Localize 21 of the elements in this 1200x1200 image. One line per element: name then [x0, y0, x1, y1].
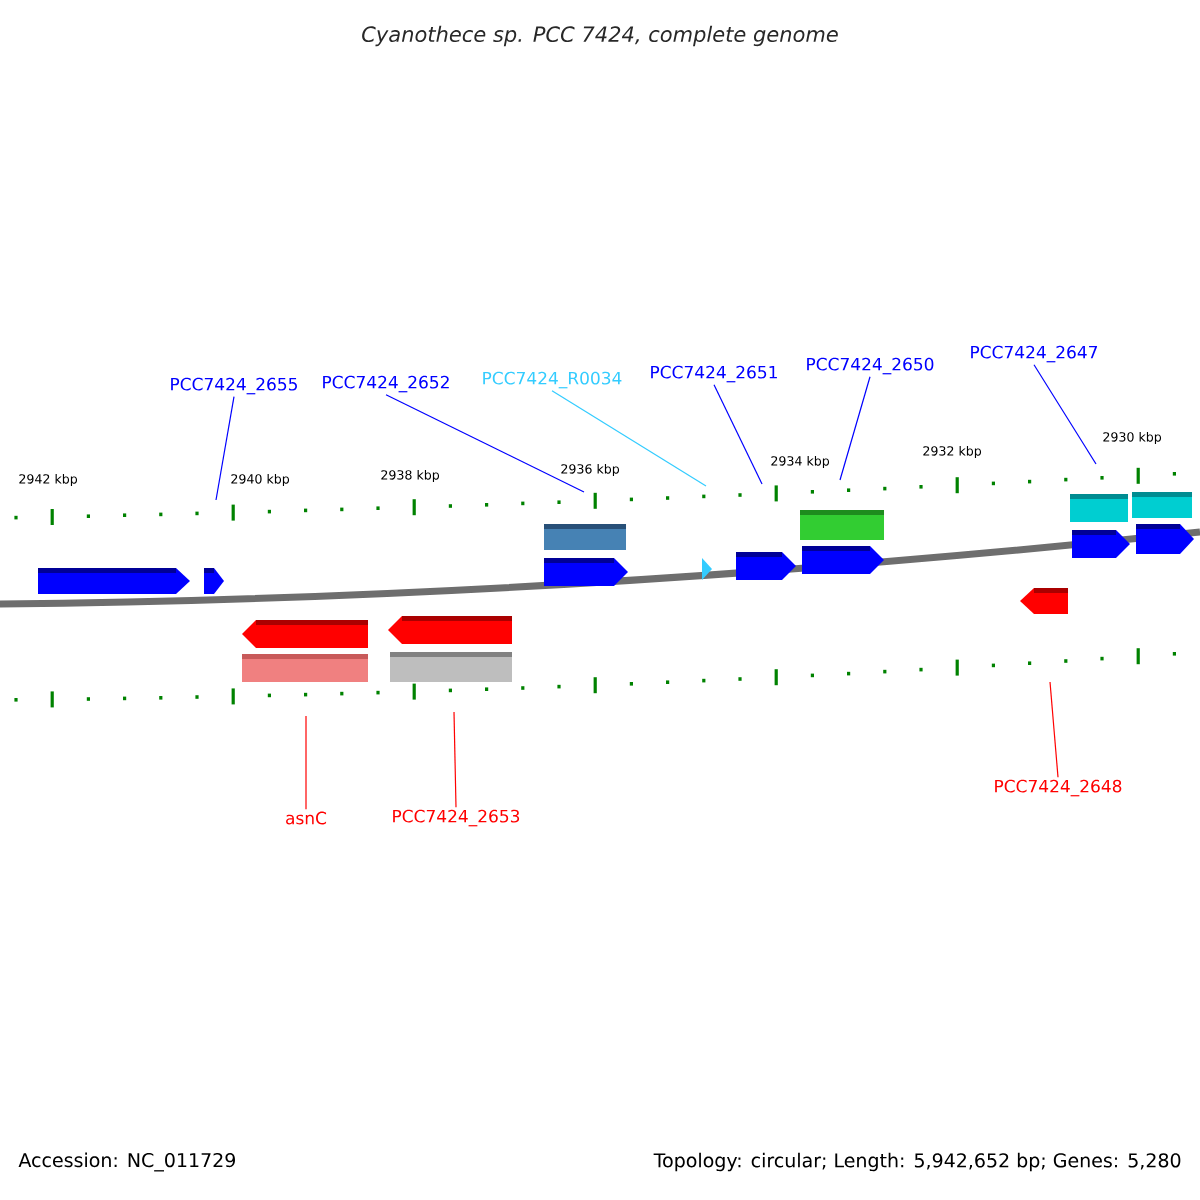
gene-label: PCC7424_2652 — [323, 375, 449, 393]
title: Cyanothece sp. PCC 7424, complete genome — [362, 25, 838, 47]
leader-line — [453, 711, 457, 808]
gene-label: PCC7424_R0034 — [483, 371, 622, 389]
leader-line — [305, 715, 307, 810]
gene-label: PCC7424_2655 — [171, 377, 297, 395]
gene-label: PCC7424_2647 — [971, 345, 1098, 363]
footer-text: Topology: circular; Length: 5,942,652 bp; Genes: 5,280 — [653, 1152, 1181, 1172]
footer-text: Accession: NC_011729 — [18, 1152, 235, 1172]
gene-label: PCC7424_2651 — [651, 365, 777, 383]
gene-label: PCC7424_2648 — [995, 779, 1122, 797]
leader-line — [1049, 681, 1059, 778]
leader-line — [551, 390, 707, 487]
leader-line — [1033, 364, 1097, 465]
gene-label: asnC — [286, 811, 327, 825]
leader-line — [713, 384, 763, 485]
leader-line — [385, 394, 585, 493]
leader-line — [839, 376, 871, 481]
gene-label: PCC7424_2653 — [393, 809, 520, 827]
gene-label: PCC7424_2650 — [807, 357, 934, 375]
leader-line — [215, 396, 235, 501]
